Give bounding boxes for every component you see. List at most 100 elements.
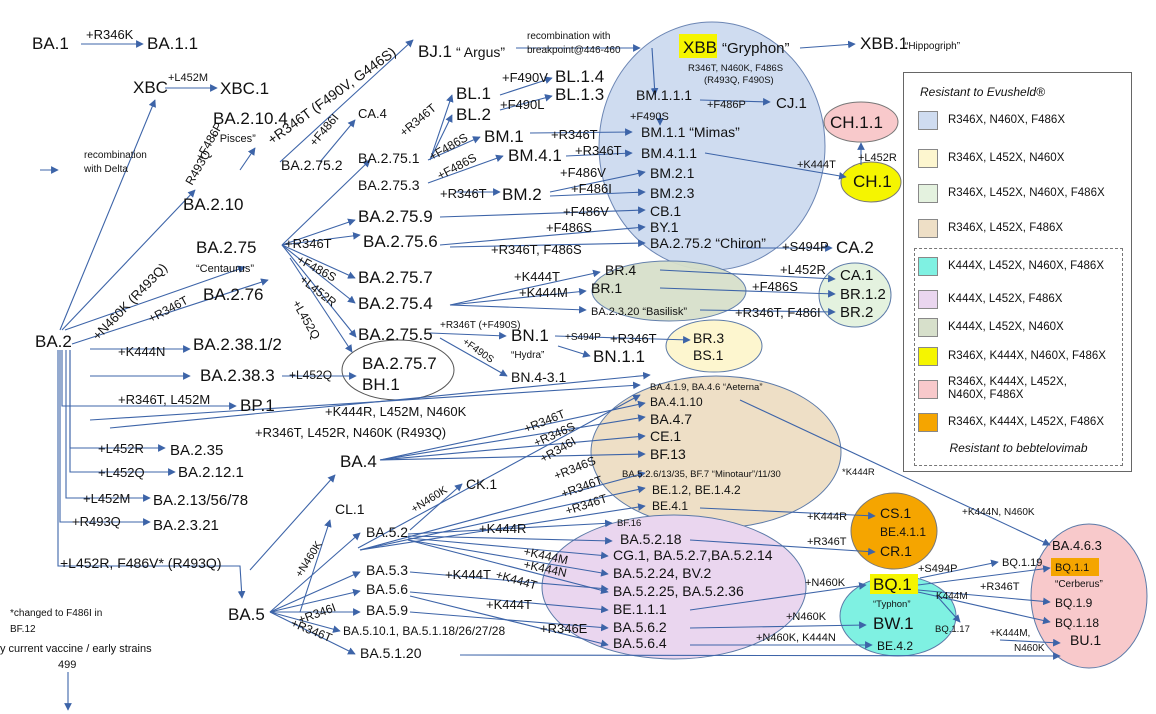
legend-swatch-3 [918, 184, 938, 203]
node-label: +K444R, L452M, N460K [325, 404, 467, 419]
node-label: *changed to F486I in [10, 608, 102, 619]
node-label: CJ.1 [776, 95, 807, 112]
node-label: CE.1 [650, 428, 681, 444]
node-label: +K444N [118, 344, 165, 359]
node-label: BM.4.1 [508, 146, 562, 165]
node-label: *K444R [842, 467, 875, 478]
node-label: BH.1 [362, 375, 400, 394]
node-label: BA.5 [228, 605, 265, 624]
region-blue [598, 21, 826, 271]
region-purple [541, 514, 807, 660]
node-label: +S494P [918, 563, 957, 575]
node-label: +R346T [285, 236, 332, 251]
node-label: BS.1 [693, 347, 724, 363]
node-label: BA.2.75.7 [358, 268, 433, 287]
node-label: CH.1 [853, 172, 892, 191]
node-label: +F486V [560, 165, 606, 180]
mutation-label: +R346T [146, 293, 191, 326]
node-label: BA.4 [340, 452, 377, 471]
node-label: +K444M [519, 285, 568, 300]
node-label: +N460K [786, 611, 827, 623]
node-label: +F486V [563, 204, 609, 219]
node-label: BP.1 [240, 396, 275, 415]
node-label: +R346E [540, 621, 588, 636]
node-label: BA.4.6.3 [1052, 538, 1102, 553]
legend-swatch-7 [918, 318, 938, 337]
legend-label-9: R346X, K444X, L452X, N460X, F486X [948, 376, 1067, 401]
node-label: +K444M, [990, 628, 1030, 639]
node-label: +R493Q [72, 514, 121, 529]
node-label: BA.5.2.24, BV.2 [613, 565, 712, 581]
node-label: BA.2.76 [203, 285, 264, 304]
node-label: BL.1.3 [555, 85, 604, 104]
node-label: BN.1.1 [593, 347, 645, 366]
legend-label-5: K444X, L452X, N460X, F486X [948, 260, 1104, 272]
node-label: BA.5.2.6/13/35, BF.7 “Minotaur”/11/30 [622, 469, 781, 480]
node-label: BQ.1.1 [1055, 562, 1089, 574]
node-label: breakpoint@446-460 [527, 45, 621, 56]
node-label: BA.2.75.5 [358, 325, 433, 344]
region-pink-ch11 [823, 101, 899, 143]
legend-swatch-9 [918, 379, 938, 399]
node-label: +K444R [807, 511, 847, 523]
node-label: BA.2.35 [170, 442, 223, 459]
mutation-label: +N460K [293, 539, 325, 580]
node-label: BE.4.1 [652, 499, 688, 513]
node-label: CK.1 [466, 476, 497, 492]
node-label: BA.5.6.2 [613, 619, 667, 635]
node-label: +L452Q [98, 465, 145, 480]
node-label: +F486I [571, 181, 612, 196]
node-label: BA.5.2 [366, 524, 408, 540]
node-label: CL.1 [335, 501, 365, 517]
node-label: “ Pisces” [213, 133, 256, 145]
legend-label-3: R346X, L452X, N460X, F486X [948, 187, 1105, 199]
node-label: CS.1 [880, 505, 911, 521]
node-label: with Delta [83, 164, 128, 175]
node-label: +F490L [500, 97, 544, 112]
node-label: BA.2.75.2 “Chiron” [650, 235, 766, 251]
node-label: BA.4.7 [650, 411, 692, 427]
node-label: BM.1 [484, 127, 524, 146]
bq1-highlight [870, 574, 918, 594]
node-label: y current vaccine / early strains [0, 643, 152, 655]
node-label: K444M [936, 591, 968, 602]
legend-label-2: R346X, L452X, N460X [948, 152, 1065, 164]
node-label: BE.4.2 [877, 639, 913, 653]
node-label: R346T, N460K, F486S [688, 63, 783, 74]
node-label: BR.2 [840, 304, 873, 321]
node-label: +L452R, F486V* (R493Q) [60, 555, 221, 571]
mutation-label: R493Q [182, 148, 213, 188]
legend-swatch-4 [918, 219, 938, 238]
node-label: “Cerberus” [1055, 579, 1103, 590]
legend-item-6: K444X, L452X, F486X [918, 290, 1062, 309]
node-label: +F486S [752, 279, 798, 294]
node-label: BA.2.75.4 [358, 294, 433, 313]
legend-item-5: K444X, L452X, N460X, F486X [918, 257, 1104, 276]
node-label: BL.2 [456, 105, 491, 124]
node-label: BL.1.4 [555, 67, 604, 86]
node-label: +L452M [83, 491, 130, 506]
node-label: +L452Q [289, 368, 332, 382]
legend-item-1: R346X, N460X, F486X [918, 111, 1065, 130]
node-label: XBB [683, 38, 717, 57]
node-label: +K444R [479, 521, 526, 536]
node-label: BA.5.10.1, BA.5.1.18/26/27/28 [343, 624, 505, 638]
node-label: +F486P [707, 99, 746, 111]
node-label: +R346T, L452R, N460K (R493Q) [255, 425, 446, 440]
node-label: BA.2.38.3 [200, 366, 275, 385]
node-label: BF.16 [617, 518, 641, 529]
node-label: +K444T [445, 567, 491, 582]
node-label: +R346T [807, 536, 847, 548]
legend-label-8: R346X, K444X, N460X, F486X [948, 350, 1106, 362]
node-label: +F490S [630, 111, 669, 123]
node-label: +K444T [797, 159, 836, 171]
node-label: +N460K, K444N [756, 632, 836, 644]
node-label: +R346T [610, 331, 657, 346]
node-label: +R346T, F486S [491, 242, 582, 257]
node-label: +L452R [780, 262, 826, 277]
legend-bebtelovimab-group [914, 248, 1123, 466]
node-label: CB.1 [650, 203, 681, 219]
node-label: +L452R [858, 152, 897, 164]
